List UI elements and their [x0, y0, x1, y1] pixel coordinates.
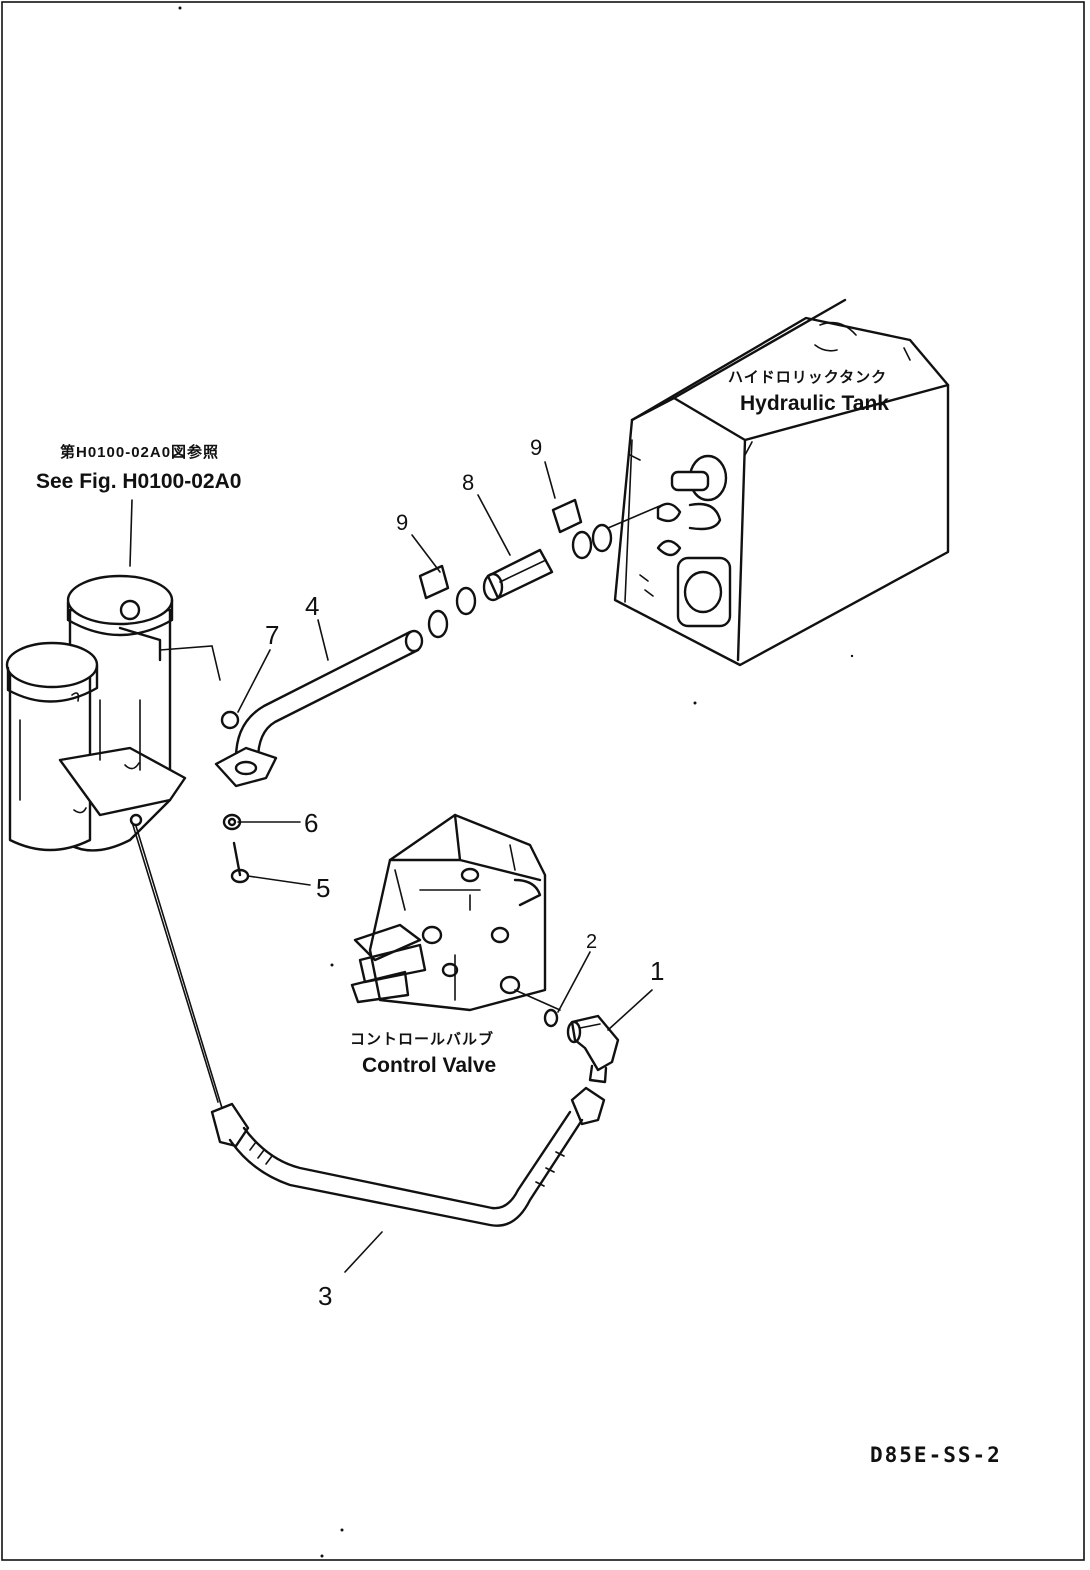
- hydraulic-tank-label-en: Hydraulic Tank: [740, 392, 889, 415]
- callout-1: 1: [650, 956, 664, 986]
- filter-assembly: [5, 499, 221, 852]
- small-parts: [220, 710, 250, 884]
- callout-3: 3: [318, 1281, 332, 1311]
- tube-4: [214, 629, 424, 788]
- callout-9-left: 9: [396, 510, 408, 535]
- callout-8: 8: [462, 470, 474, 495]
- o-ring-2: [543, 1008, 559, 1028]
- hydraulic-tank: [613, 298, 950, 667]
- callout-5: 5: [316, 873, 330, 903]
- reference-label-en: See Fig. H0100-02A0: [36, 470, 241, 493]
- drawing-code: D85E-SS-2: [870, 1443, 1002, 1467]
- callout-6: 6: [304, 808, 318, 838]
- hydraulic-tank-label-jp: ハイドロリックタンク: [728, 369, 887, 386]
- callout-4: 4: [305, 591, 319, 621]
- tank-connection-parts: [418, 498, 663, 639]
- hose-3: [210, 1086, 606, 1227]
- elbow-1: [566, 1014, 620, 1084]
- reference-label-jp: 第H0100-02A0図参照: [60, 443, 219, 461]
- callout-7: 7: [265, 620, 279, 650]
- callout-9-right: 9: [530, 435, 542, 460]
- callout-2: 2: [586, 931, 597, 953]
- control-valve-label-jp: コントロールバルブ: [350, 1030, 494, 1048]
- leader-lines: [131, 347, 911, 1273]
- control-valve-label-en: Control Valve: [362, 1054, 496, 1077]
- o-ring-7: [220, 710, 240, 730]
- control-valve: [350, 813, 561, 1012]
